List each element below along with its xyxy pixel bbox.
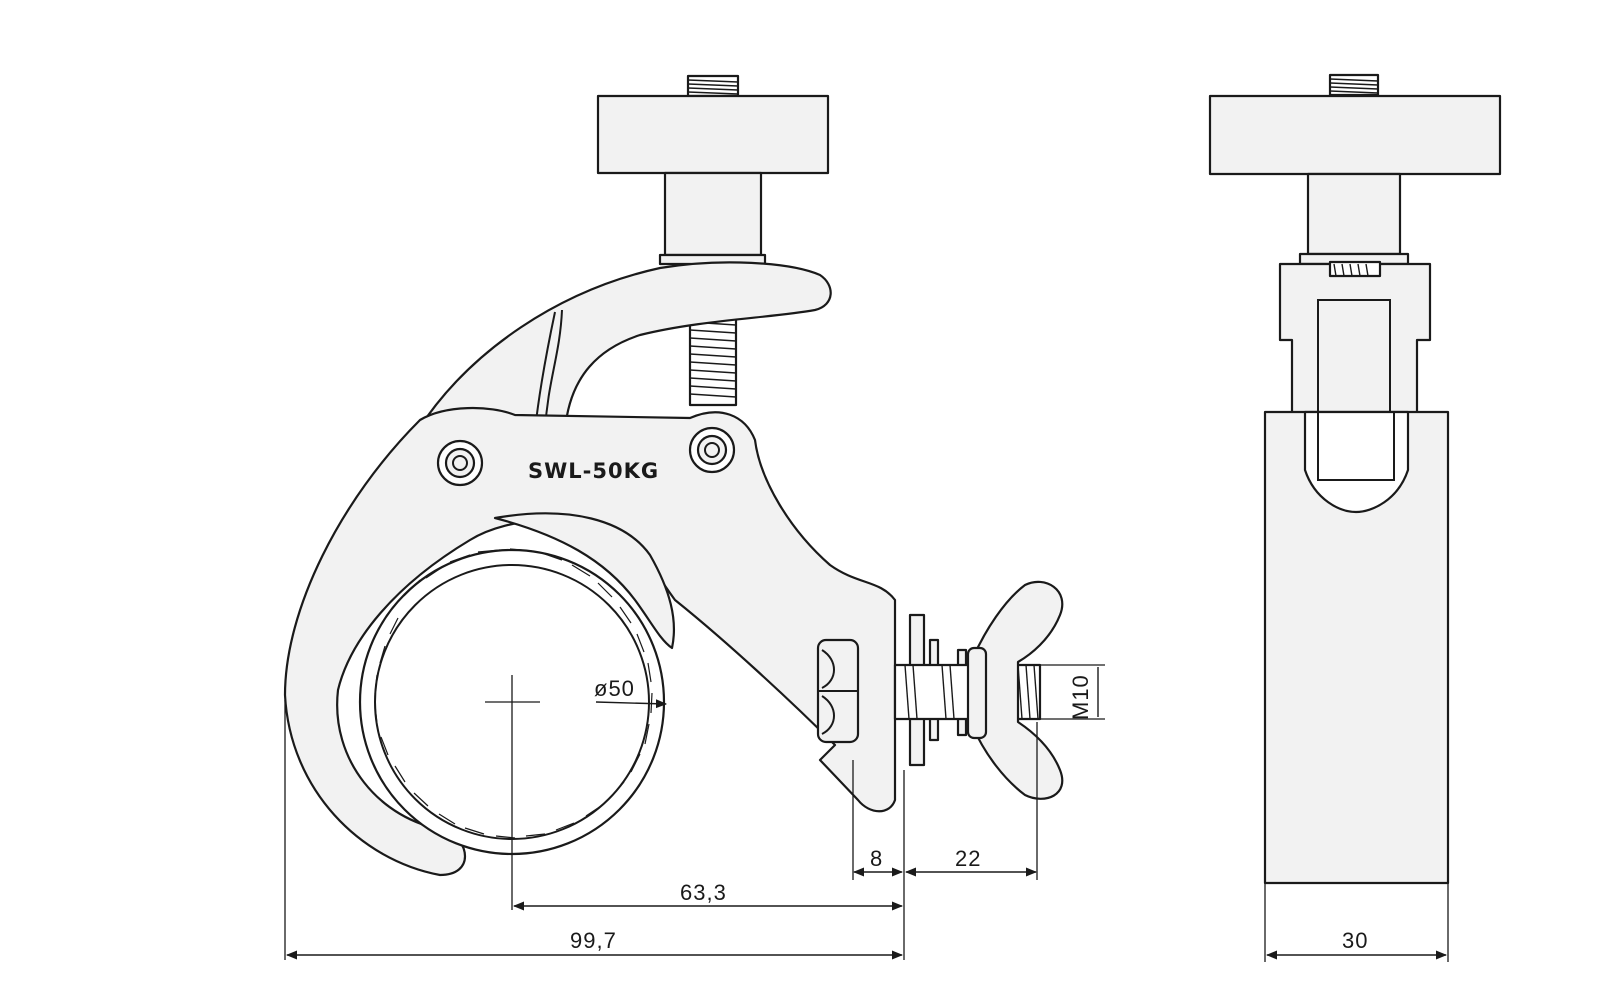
side-view: 30 (1208, 73, 1502, 962)
top-stud (686, 74, 740, 98)
tube-diameter-label: ø50 (594, 676, 635, 701)
side-top-stud (1328, 73, 1380, 97)
dimension-lines-front: 8 22 63,3 99,7 (284, 700, 1038, 960)
wing-nut-span-label: 22 (955, 846, 981, 871)
front-view: SWL-50KG (283, 74, 1105, 960)
wing-nut (970, 580, 1064, 800)
swl-marking: SWL-50KG (528, 459, 659, 483)
upper-jaw (416, 261, 832, 432)
plate-thickness-label: 8 (870, 846, 883, 871)
side-width-label: 30 (1342, 928, 1368, 953)
pivot-bolt-right (688, 426, 736, 474)
pivot-bolt-left (436, 439, 484, 487)
tube-section: ø50 (358, 548, 668, 856)
overall-width-label: 99,7 (570, 928, 617, 953)
side-spacer (1306, 172, 1402, 256)
hex-nut (816, 638, 860, 744)
side-dimension: 30 (1264, 883, 1449, 962)
mounting-plate (596, 94, 830, 175)
spacer-collar (663, 171, 763, 257)
clamp-screw (688, 313, 738, 407)
side-mounting-plate (1208, 94, 1502, 176)
centre-to-plate-label: 63,3 (680, 880, 727, 905)
m10-dimension: M10 (1040, 664, 1105, 720)
svg-text:M10: M10 (1068, 674, 1093, 720)
